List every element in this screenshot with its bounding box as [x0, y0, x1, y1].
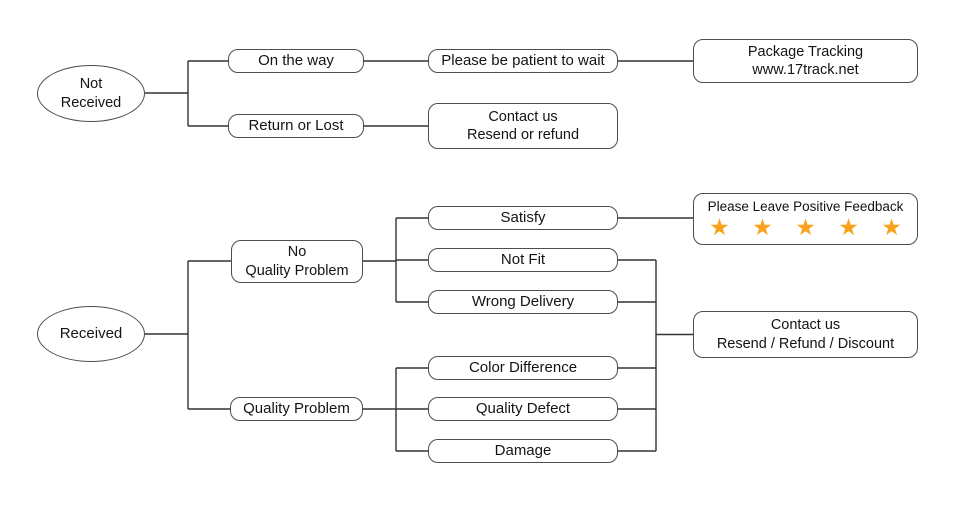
node-package-tracking: Package Tracking www.17track.net	[693, 39, 918, 83]
node-please-be-patient: Please be patient to wait	[428, 49, 618, 73]
node-satisfy: Satisfy	[428, 206, 618, 230]
node-quality-problem: Quality Problem	[230, 397, 363, 421]
node-contact-resend-refund: Contact us Resend or refund	[428, 103, 618, 149]
node-on-the-way: On the way	[228, 49, 364, 73]
node-contact-resend-refund-discount: Contact us Resend / Refund / Discount	[693, 311, 918, 358]
connectors-not-received-branch	[145, 60, 693, 127]
five-star-rating-icon: ★ ★ ★ ★ ★	[709, 214, 910, 241]
node-color-difference: Color Difference	[428, 356, 618, 380]
node-no-quality-problem: No Quality Problem	[231, 240, 363, 283]
node-return-or-lost: Return or Lost	[228, 114, 364, 138]
node-quality-defect: Quality Defect	[428, 397, 618, 421]
connectors-received-branch	[145, 217, 693, 452]
node-positive-feedback: Please Leave Positive Feedback ★ ★ ★ ★ ★	[693, 193, 918, 245]
node-received: Received	[37, 306, 145, 362]
node-wrong-delivery: Wrong Delivery	[428, 290, 618, 314]
node-damage: Damage	[428, 439, 618, 463]
positive-feedback-label: Please Leave Positive Feedback	[707, 198, 904, 214]
node-not-fit: Not Fit	[428, 248, 618, 272]
node-not-received: Not Received	[37, 65, 145, 122]
